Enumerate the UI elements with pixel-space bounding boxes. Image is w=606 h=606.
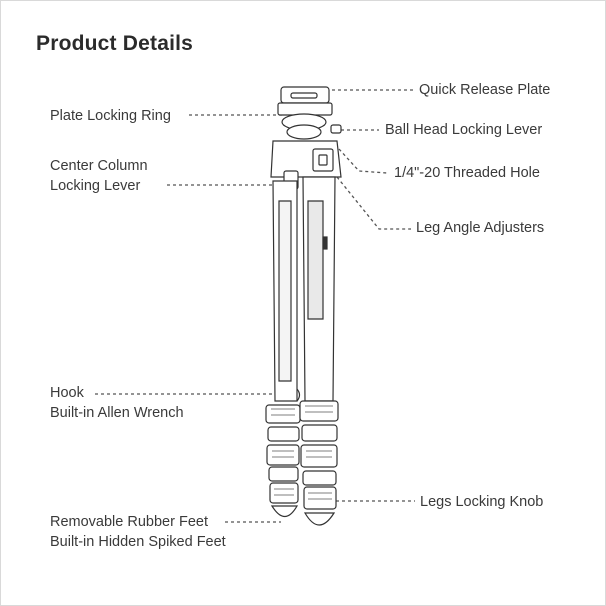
- leader-leg-angle: [337, 177, 411, 229]
- legs-locking-knob-back: [266, 405, 300, 517]
- legs-locking-knob-front: [300, 401, 338, 525]
- leader-lines: [95, 90, 415, 522]
- tripod-body: [266, 87, 341, 525]
- leader-threaded-hole: [339, 149, 387, 173]
